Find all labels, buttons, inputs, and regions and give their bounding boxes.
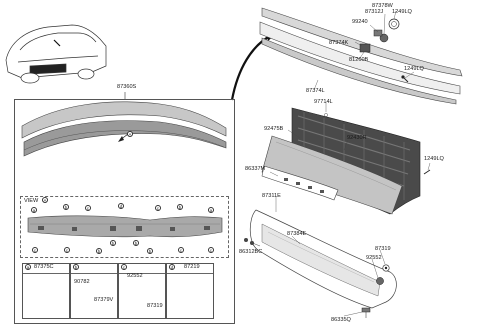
legend-key-b: b xyxy=(73,264,79,270)
view-marker-bottom: c xyxy=(64,247,70,253)
part-label-86312bc: 86312BC xyxy=(239,249,263,255)
legend-cell-b xyxy=(70,263,118,319)
part-label-92430r: 92430R xyxy=(347,135,367,141)
part-label-1249lq-c: 1249LQ xyxy=(424,156,444,162)
part-label-87374l: 87374L xyxy=(306,88,325,94)
view-marker-top: a xyxy=(31,207,37,213)
view-marker-top: c xyxy=(155,205,161,211)
part-label-99240: 99240 xyxy=(352,19,368,25)
legend-cell-a xyxy=(22,263,70,319)
legend-part-c: 87319 xyxy=(147,303,163,309)
legend-cell-c xyxy=(118,263,166,319)
part-label-87311e: 87311E xyxy=(262,193,281,199)
part-label-86337m: 86337M xyxy=(245,166,266,172)
view-marker-top: b xyxy=(63,204,69,210)
view-a-callout-marker: A xyxy=(127,131,133,137)
view-marker-bottom: b xyxy=(147,248,153,254)
view-ref-circle: A xyxy=(42,197,48,203)
assembly-frame xyxy=(14,99,235,324)
view-marker-bottom: c xyxy=(32,247,38,253)
view-a-frame xyxy=(20,196,229,258)
view-marker-top: d xyxy=(118,203,124,209)
part-label-86335q: 86335Q xyxy=(331,317,351,323)
legend-sub-b: 90782 xyxy=(74,279,90,285)
part-label-87374k: 87374K xyxy=(329,40,349,46)
legend-key-d: d xyxy=(169,264,175,270)
legend-part-b: 87379V xyxy=(94,297,114,303)
top-hardware-art xyxy=(359,18,409,83)
legend-cell-d xyxy=(166,263,214,319)
part-label-1249lq-a: 1249LQ xyxy=(392,9,412,15)
legend-part-d: 87219 xyxy=(184,264,200,270)
part-label-1249lq-b: 1249LQ xyxy=(404,66,424,72)
part-label-92552: 92552 xyxy=(366,255,382,261)
part-label-81260b: 81260B xyxy=(349,57,369,63)
view-marker-mid: b xyxy=(133,240,139,246)
view-marker-top: b xyxy=(177,204,183,210)
assembly-part-label: 87360S xyxy=(117,84,137,90)
main-garnish-art xyxy=(21,101,227,157)
emblem-86337m-art xyxy=(261,165,339,201)
vehicle-thumbnail xyxy=(5,24,107,84)
top-moulding-art xyxy=(259,7,463,105)
view-marker-bottom: c xyxy=(178,247,184,253)
view-marker-bottom: b xyxy=(96,248,102,254)
lower-hardware-art xyxy=(244,238,390,318)
legend-key-c: c xyxy=(121,264,127,270)
part-label-87319: 87319 xyxy=(375,246,391,252)
view-marker-top: c xyxy=(85,205,91,211)
view-title: VIEW xyxy=(24,198,39,204)
view-marker-top: a xyxy=(208,207,214,213)
legend-key-a: a xyxy=(25,264,31,270)
view-marker-bottom: c xyxy=(208,247,214,253)
view-marker-mid: b xyxy=(110,240,116,246)
view-a-garnish-art xyxy=(27,215,223,238)
legend-part-a: 87375C xyxy=(34,264,54,270)
part-label-87378w: 87378W xyxy=(372,3,393,9)
part-label-87312j: 87312J xyxy=(365,9,384,15)
part-label-92475b: 92475B xyxy=(264,126,284,132)
part-label-87384e: 87384E xyxy=(287,231,307,237)
part-label-97714l: 97714L xyxy=(314,99,333,105)
legend-sub-c: 92552 xyxy=(127,273,143,279)
